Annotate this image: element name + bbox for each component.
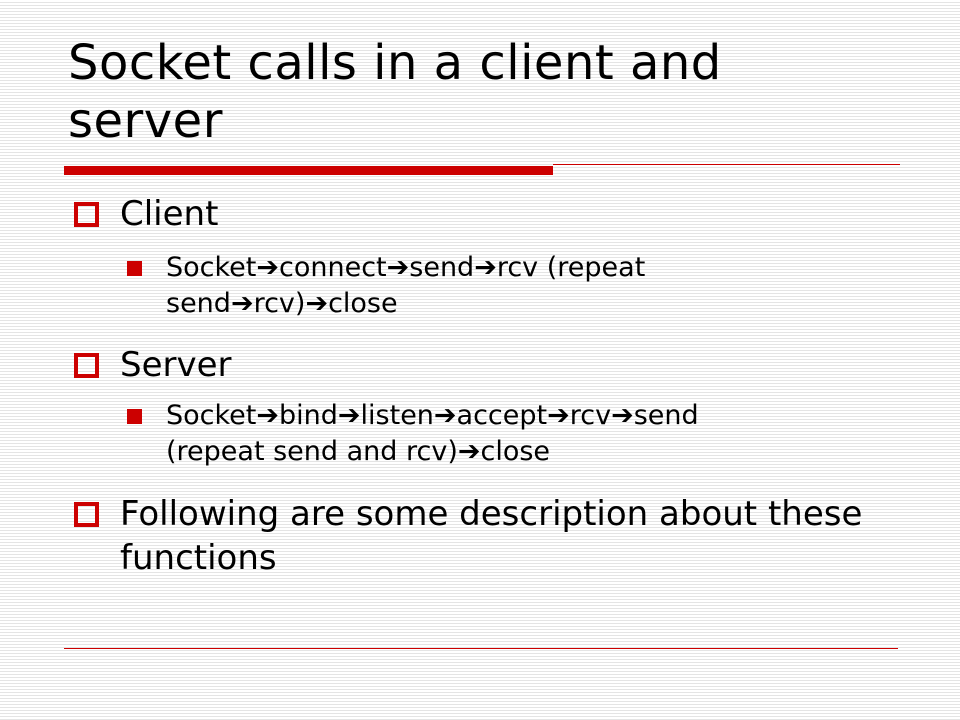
seq-part: send [166, 288, 231, 319]
bullet-client: Client [74, 192, 900, 236]
seq-part: (repeat send and rcv) [166, 436, 458, 467]
hollow-square-bullet-icon [74, 202, 99, 227]
seq-part: send [633, 400, 699, 431]
filled-square-bullet-icon [127, 261, 142, 276]
slide-title: Socket calls in a client and server [68, 35, 722, 149]
seq-part: accept [456, 400, 548, 431]
seq-part: bind [279, 400, 338, 431]
arrow-right-icon: ➔ [457, 436, 481, 467]
bullet-client-text: Client [120, 194, 219, 234]
arrow-right-icon: ➔ [305, 288, 329, 319]
seq-part: listen [360, 400, 434, 431]
seq-part: Socket [166, 400, 257, 431]
arrow-right-icon: ➔ [386, 252, 410, 283]
seq-part: Socket [166, 252, 257, 283]
hollow-square-bullet-icon [74, 502, 99, 527]
arrow-right-icon: ➔ [474, 252, 497, 283]
seq-part: send [409, 252, 475, 283]
bullet-server: Server [74, 343, 900, 387]
seq-part: rcv (repeat [496, 252, 646, 283]
footer-rule [64, 648, 898, 649]
seq-part: close [480, 436, 551, 467]
arrow-right-icon: ➔ [230, 288, 254, 319]
seq-part: rcv) [253, 288, 306, 319]
sub-bullet-server-sequence: Socket➔bind➔listen➔accept➔rcv➔send(repea… [127, 398, 886, 470]
filled-square-bullet-icon [127, 409, 142, 424]
arrow-right-icon: ➔ [547, 400, 570, 431]
arrow-right-icon: ➔ [433, 400, 457, 431]
seq-part: rcv [569, 400, 612, 431]
arrow-right-icon: ➔ [337, 400, 361, 431]
bullet-following-text: Following are some description about the… [120, 494, 863, 578]
seq-part: connect [279, 252, 387, 283]
arrow-right-icon: ➔ [256, 400, 279, 431]
seq-part: close [328, 288, 398, 319]
title-underline-thick [64, 166, 553, 175]
title-underline-thin [553, 164, 900, 165]
bullet-server-text: Server [120, 345, 232, 385]
arrow-right-icon: ➔ [256, 252, 279, 283]
hollow-square-bullet-icon [74, 353, 99, 378]
bullet-following: Following are some description about the… [74, 492, 900, 580]
arrow-right-icon: ➔ [611, 400, 634, 431]
